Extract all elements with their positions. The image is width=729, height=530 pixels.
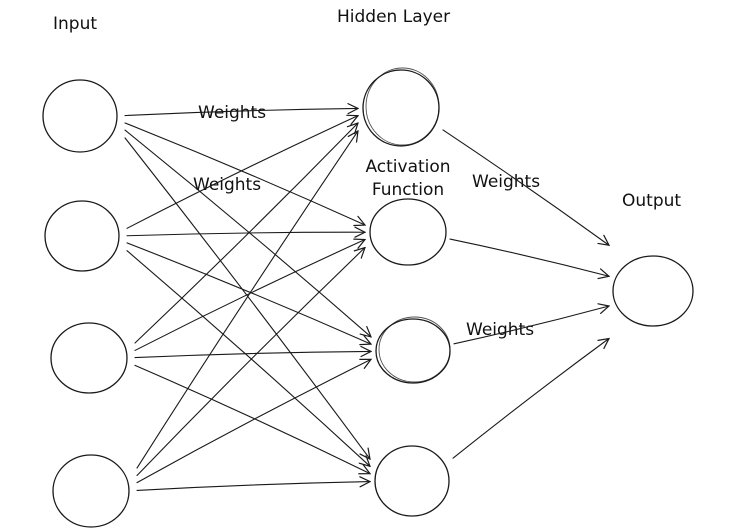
edge-input-1-to-hidden-4 [124, 137, 370, 459]
edge-input-2-to-hidden-4 [126, 250, 370, 467]
hidden-node-3-outline [378, 316, 451, 383]
edge-hidden-3-to-output [453, 306, 609, 345]
edge-input-4-to-hidden-1 [136, 131, 358, 469]
edge-hidden-1-to-output [442, 129, 609, 245]
input-node-2 [44, 200, 120, 272]
edge-input-4-to-hidden-3 [136, 359, 371, 484]
edge-input-2-to-hidden-2 [126, 232, 365, 236]
weights-label-hidden-lower: Weights [466, 320, 534, 340]
edge-input-3-to-hidden-2 [134, 240, 365, 351]
input-node-4 [52, 454, 130, 528]
edge-hidden-2-to-output [449, 238, 609, 276]
neuron-nodes [42, 67, 694, 528]
edge-input-1-to-hidden-1 [124, 108, 358, 117]
output-node-1 [612, 255, 694, 327]
input-layer-label: Input [53, 14, 97, 34]
edge-input-3-to-hidden-4 [134, 364, 370, 473]
edge-input-3-to-hidden-1 [134, 123, 358, 344]
activation-label: Activation [365, 157, 450, 177]
edge-input-4-to-hidden-4 [136, 482, 370, 491]
function-label: Function [372, 180, 444, 200]
edge-input-3-to-hidden-3 [134, 351, 371, 359]
hidden-node-4 [374, 445, 450, 517]
output-layer-label: Output [622, 191, 681, 211]
weights-label-input-middle: Weights [193, 175, 261, 195]
input-node-1 [42, 79, 118, 153]
weights-label-input-top: Weights [198, 103, 266, 123]
weights-label-hidden-top: Weights [472, 172, 540, 192]
hidden-node-1-outline [365, 67, 440, 146]
edge-input-4-to-hidden-2 [136, 248, 365, 477]
hidden-node-2 [369, 198, 447, 266]
connection-edges [124, 108, 609, 491]
edge-input-2-to-hidden-1 [126, 116, 358, 229]
hidden-layer-label: Hidden Layer [337, 7, 450, 27]
edge-input-1-to-hidden-2 [124, 122, 365, 225]
input-node-3 [50, 322, 128, 394]
edge-hidden-4-to-output [452, 339, 609, 459]
edge-input-2-to-hidden-3 [126, 242, 371, 344]
